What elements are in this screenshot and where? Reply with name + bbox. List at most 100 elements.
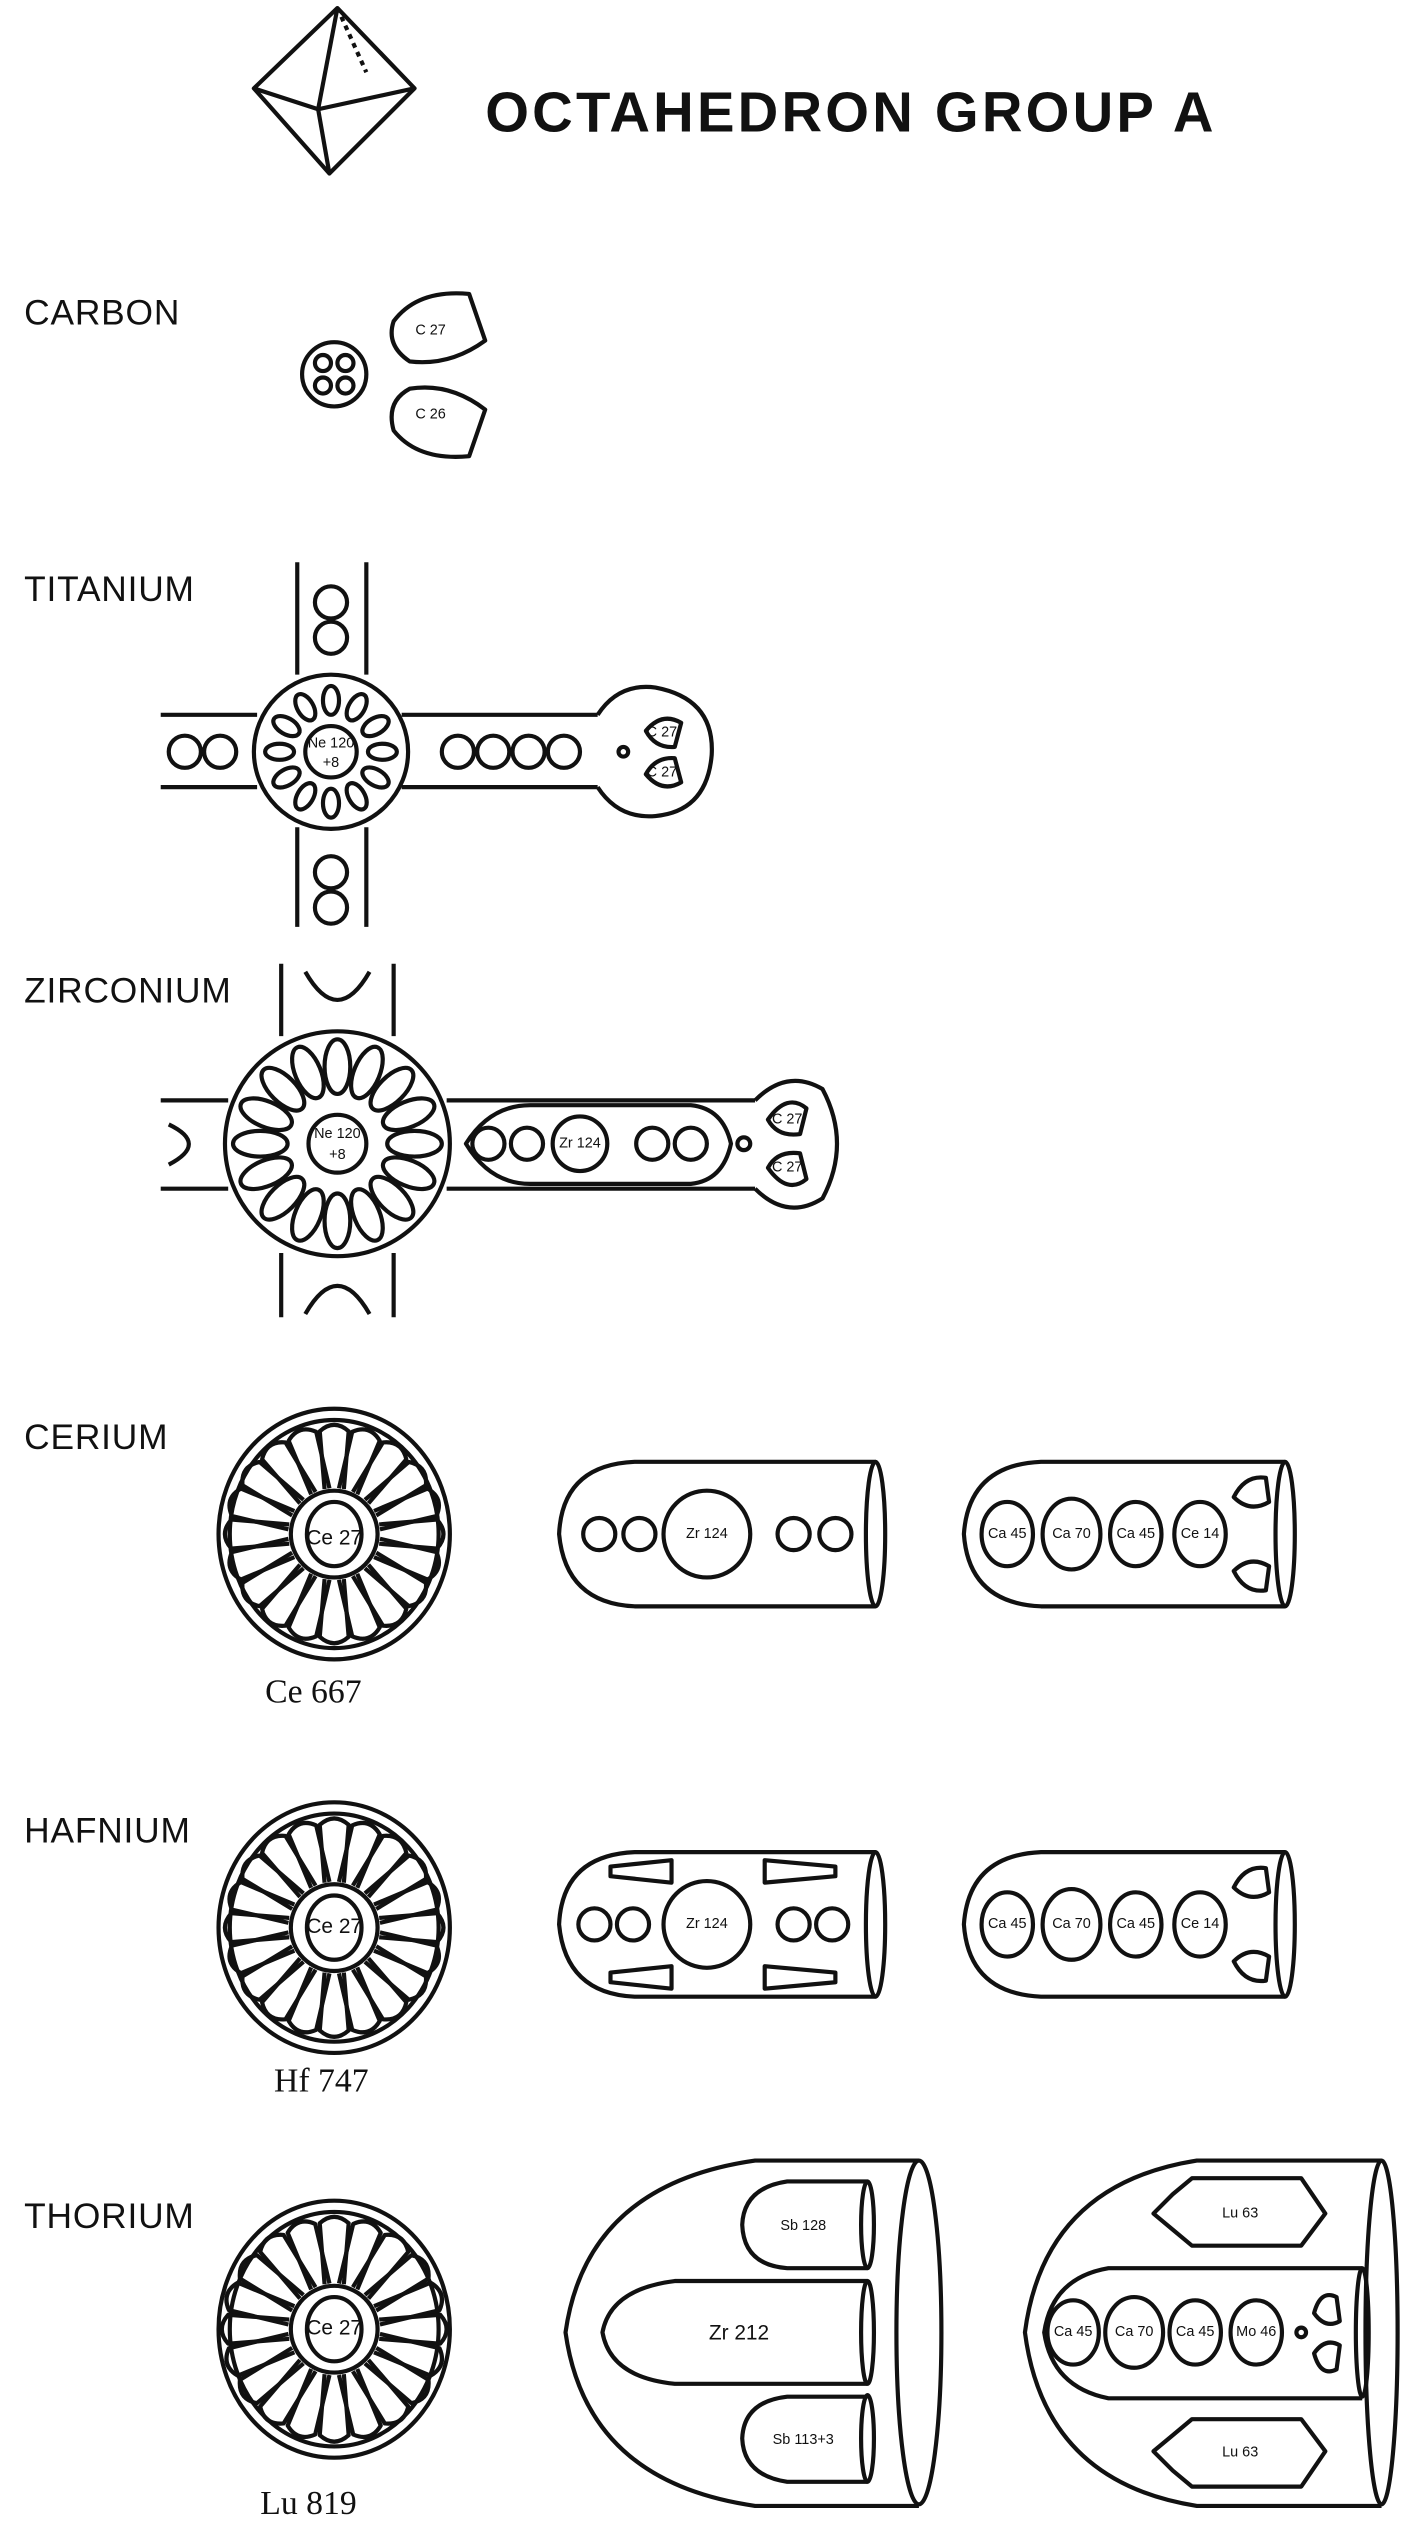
disk-petal	[258, 2358, 318, 2426]
petal	[349, 1187, 385, 1243]
hafnium-disk-caption: Hf 747	[274, 2062, 369, 2099]
zirconium-bar: Zr 124	[559, 1136, 601, 1152]
chain-label: Ca 45	[1054, 2324, 1093, 2340]
disk-petal	[373, 1880, 441, 1925]
disk-petal	[286, 1966, 332, 2035]
element-label-carbon: CARBON	[24, 293, 180, 332]
petal	[385, 1128, 444, 1159]
chain-label: Ca 45	[1117, 1916, 1156, 1932]
disk-core	[304, 2294, 364, 2364]
disk-petal	[227, 1880, 296, 1925]
titanium-part-2: C 27	[647, 764, 678, 780]
disk-petal	[285, 2219, 332, 2291]
petal	[259, 1174, 307, 1222]
chain-circle	[1172, 1499, 1228, 1569]
chain-circle	[979, 1499, 1036, 1569]
chain-circle	[1045, 2298, 1101, 2367]
disk-inner	[227, 2209, 441, 2449]
disk-petal	[317, 1422, 351, 1490]
chain-circle	[1040, 1496, 1103, 1572]
petal	[290, 1187, 326, 1243]
cerium-disk-center: Ce 27	[306, 1526, 362, 1549]
cerium-bar: Zr 124	[686, 1526, 728, 1542]
disk-petal	[240, 1944, 305, 2002]
chain-label: Ca 45	[988, 1916, 1027, 1932]
thorium-shield-1: Sb 128	[780, 2218, 826, 2234]
element-label-titanium: TITANIUM	[24, 570, 195, 609]
titanium-center-1: Ne 120	[308, 736, 355, 752]
disk-petal	[336, 1427, 382, 1496]
disk-petal	[258, 2232, 318, 2300]
petal	[360, 765, 391, 790]
disk-petal	[363, 1550, 429, 1609]
carbon-part-1: C 27	[415, 323, 446, 339]
carbon-diagram: C 27 C 26	[299, 291, 488, 459]
thorium-disk	[216, 2198, 452, 2460]
thorium-lu-2: Lu 63	[1222, 2445, 1258, 2461]
hafnium-disk	[216, 1800, 452, 2056]
disk-petal	[237, 2346, 305, 2406]
element-label-zirconium: ZIRCONIUM	[24, 971, 231, 1010]
petal	[293, 692, 318, 723]
disk-petal	[336, 1820, 382, 1889]
thorium-shield-2: Zr 212	[709, 2322, 769, 2345]
disk-core	[304, 1893, 364, 1962]
zirconium-center-2: +8	[329, 1147, 345, 1163]
petal	[271, 713, 302, 739]
disk-petal	[224, 2280, 296, 2327]
disk-petal	[336, 2219, 383, 2291]
disk-petal	[363, 1944, 429, 2002]
petal	[320, 683, 342, 717]
disk-petal	[240, 1459, 305, 1518]
disk-petal	[259, 1833, 318, 1899]
disk-petal	[351, 1833, 409, 1899]
disk-petal	[240, 1853, 305, 1911]
chain-circle	[1172, 1890, 1228, 1959]
titanium-part-1: C 27	[647, 724, 678, 740]
disk-petal	[317, 1578, 351, 1646]
thorium-disk-caption: Lu 819	[260, 2485, 356, 2522]
zirconium-diagram: Zr 124 Ne 120 +8 C 27 C 27	[160, 963, 839, 1318]
disk-petal	[373, 1486, 441, 1532]
disk-petal	[379, 1911, 446, 1945]
disk-petal	[227, 1536, 296, 1582]
disk-petal	[286, 1427, 332, 1496]
element-label-thorium: THORIUM	[24, 2197, 194, 2236]
disk-petal	[224, 2331, 296, 2378]
disk-core	[304, 1499, 364, 1569]
thorium-diagram: Ce 27 Lu 819 Sb 128 Zr 212 Sb 113+3 Lu 6…	[216, 2158, 1400, 2522]
disk-petal	[379, 1517, 446, 1551]
petal	[293, 781, 318, 812]
disk-outer	[216, 1406, 452, 1662]
disk-petal	[363, 2253, 431, 2313]
petal	[360, 713, 391, 739]
petal	[238, 1155, 294, 1192]
disk-petal	[363, 1459, 429, 1518]
disk-petal	[363, 2346, 431, 2406]
chain-circle	[1107, 1890, 1164, 1959]
hafnium-bar: Zr 124	[686, 1916, 728, 1932]
carbon-part-2: C 26	[415, 406, 446, 422]
disk-petal	[363, 1853, 429, 1911]
petal	[238, 1096, 294, 1133]
titanium-diagram: Ne 120 +8 C 27 C 27	[160, 562, 714, 927]
element-label-hafnium: HAFNIUM	[24, 1811, 191, 1850]
petal	[322, 1037, 353, 1097]
disk-petal	[286, 1573, 332, 1641]
disk-petal	[351, 2232, 411, 2300]
petal	[344, 781, 369, 812]
disk-petal	[237, 2253, 305, 2313]
octahedron-icon	[251, 5, 417, 176]
cerium-disk-caption: Ce 667	[265, 1674, 361, 1711]
chain-label: Ce 14	[1181, 1526, 1220, 1542]
thorium-disk-center: Ce 27	[306, 2317, 362, 2340]
disk-outer	[216, 2198, 452, 2460]
chain-label: Ca 45	[1176, 2324, 1215, 2340]
chain-circle	[1228, 2298, 1285, 2367]
chain-label: Ca 70	[1115, 2324, 1154, 2340]
disk-petal	[373, 2280, 444, 2327]
petal	[368, 1174, 416, 1222]
zirconium-part-1: C 27	[772, 1111, 803, 1127]
disk-inner	[227, 1417, 441, 1651]
disk-petal	[240, 1550, 305, 1609]
